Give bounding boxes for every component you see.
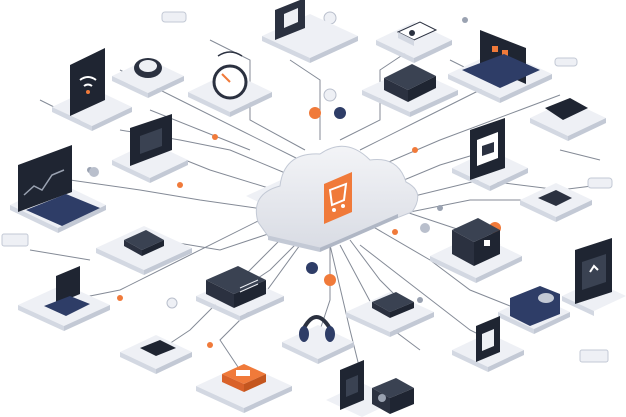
wall-speaker-icon [262,0,358,63]
small-card-icon [587,177,613,189]
headphones-icon [282,315,354,364]
small-card-icon [1,233,29,247]
smart-thermostat-icon [188,51,272,117]
security-camera-icon [498,286,570,334]
tablet-device-icon [452,118,528,191]
phone-icon [120,335,192,374]
media-box-icon [362,64,458,117]
robot-vacuum-icon [112,58,184,98]
wifi-tablet-icon [52,48,132,131]
e-reader-icon [452,316,524,372]
orange-hub-icon [196,364,292,413]
small-laptop-icon [18,266,110,331]
desktop-monitor-icon [112,114,188,183]
small-card-icon [554,57,578,67]
smart-plug-icon [346,292,434,337]
router-box-icon [430,218,522,283]
cloud-shopping-cart-icon [246,145,419,252]
cube-camera-icon [520,183,592,222]
tv-box-icon [96,226,192,275]
smartphone-icon [530,98,606,141]
analytics-laptop-icon [10,145,106,233]
gateway-box-icon [196,266,284,321]
projector-icon [376,21,452,63]
cube-camera-icon [372,378,414,414]
upload-tablet-icon [562,238,626,316]
laptop-icon [448,30,552,103]
small-card-icon [161,11,187,23]
small-card-icon [579,349,609,363]
